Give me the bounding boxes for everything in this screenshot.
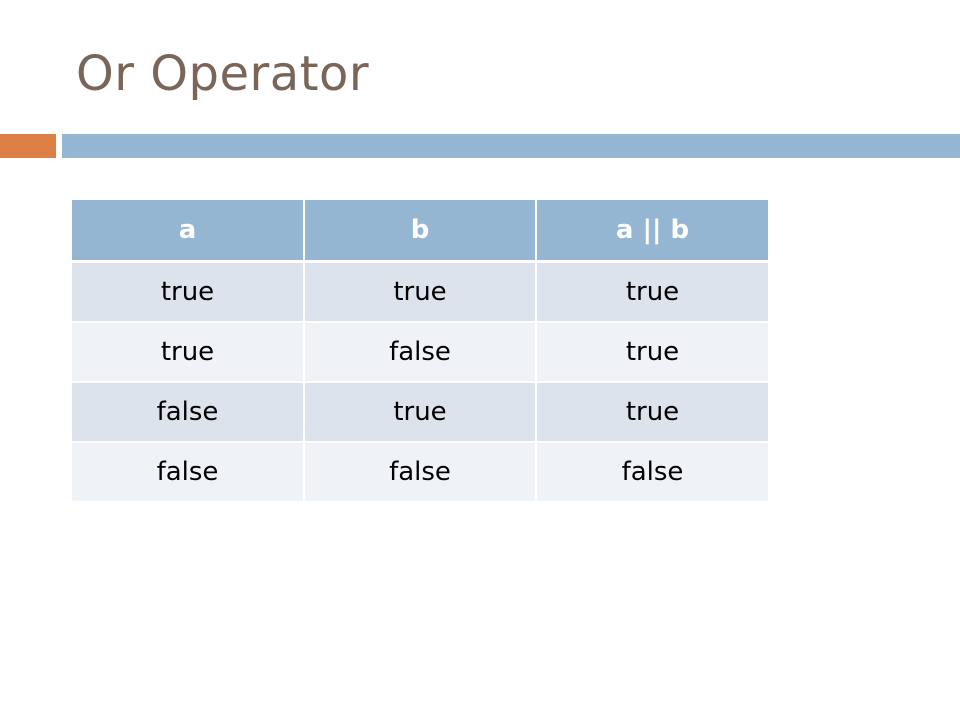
table-row: false false false bbox=[72, 442, 768, 503]
table-cell: true bbox=[72, 261, 305, 323]
accent-bar-orange bbox=[0, 134, 56, 158]
table-row: true true true bbox=[72, 261, 768, 323]
table-cell: false bbox=[304, 442, 537, 503]
accent-bar-blue bbox=[62, 134, 960, 158]
truth-table: a b a || b true true true true false tru… bbox=[72, 200, 768, 503]
table-cell: true bbox=[536, 382, 768, 443]
column-header-b: b bbox=[304, 200, 537, 263]
table-header-row: a b a || b bbox=[72, 200, 768, 263]
table-cell: true bbox=[536, 322, 768, 383]
column-header-a-or-b: a || b bbox=[536, 200, 768, 263]
table-cell: false bbox=[304, 322, 537, 383]
table-cell: true bbox=[304, 261, 537, 323]
slide-title: Or Operator bbox=[76, 46, 370, 102]
table-cell: false bbox=[72, 382, 305, 443]
table-row: false true true bbox=[72, 382, 768, 443]
table-cell: false bbox=[536, 442, 768, 503]
table-cell: true bbox=[536, 261, 768, 323]
table-cell: true bbox=[304, 382, 537, 443]
table-cell: false bbox=[72, 442, 305, 503]
table-cell: true bbox=[72, 322, 305, 383]
table-row: true false true bbox=[72, 322, 768, 383]
column-header-a: a bbox=[72, 200, 305, 263]
